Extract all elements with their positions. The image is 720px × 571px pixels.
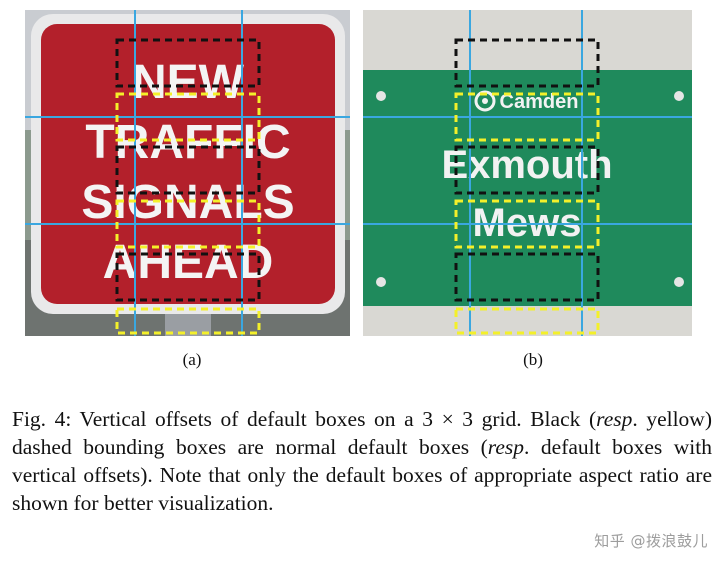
- screw-top-right: [674, 91, 684, 101]
- panel-b-image: Camden Exmouth Mews: [363, 10, 692, 336]
- offset-default-box-2: [115, 199, 261, 249]
- normal-default-box-2: [115, 145, 261, 195]
- screw-bottom-right: [674, 277, 684, 287]
- panel-a-svg: NEW TRAFFIC SIGNALS AHEAD: [25, 10, 350, 336]
- normal-default-box-3: [454, 252, 600, 302]
- caption-suffix: . default boxes with vertical offsets). …: [12, 435, 713, 515]
- screw-bottom-left: [376, 277, 386, 287]
- sign-text-line-3: SIGNALS: [81, 176, 294, 229]
- screw-top-left: [376, 91, 386, 101]
- caption-prefix: Fig. 4: Vertical offsets of default boxe…: [12, 407, 597, 431]
- sign-text-camden: Camden: [500, 91, 579, 113]
- sign-text-line-1: NEW: [132, 56, 245, 109]
- sign-text-line-2: TRAFFIC: [85, 116, 290, 169]
- offset-default-box-1: [454, 92, 600, 142]
- normal-default-box-3: [115, 252, 261, 302]
- camden-logo-icon: [474, 90, 496, 112]
- offset-default-box-2: [454, 199, 600, 249]
- panel-b-svg: Camden Exmouth Mews: [363, 10, 692, 336]
- figure-caption: Fig. 4: Vertical offsets of default boxe…: [12, 405, 712, 517]
- offset-default-box-1: [115, 92, 261, 142]
- panel-a-image: NEW TRAFFIC SIGNALS AHEAD: [25, 10, 350, 336]
- normal-default-box-2: [454, 145, 600, 195]
- sign-face: [363, 70, 692, 306]
- caption-resp-1: resp: [596, 407, 633, 431]
- watermark: 知乎 @拨浪鼓儿: [594, 532, 708, 550]
- sub-caption-a: (a): [182, 350, 202, 369]
- sign-text-exmouth: Exmouth: [441, 143, 612, 187]
- caption-middle: . yellow) dashed bounding boxes are norm…: [12, 407, 712, 459]
- sign-text-line-4: AHEAD: [103, 236, 274, 289]
- sign-face: [41, 24, 335, 304]
- normal-default-box-1: [115, 38, 261, 88]
- sign-pole: [165, 314, 211, 336]
- normal-default-box-1: [454, 38, 600, 88]
- sub-caption-b: (b): [523, 350, 543, 369]
- caption-resp-2: resp: [487, 435, 525, 459]
